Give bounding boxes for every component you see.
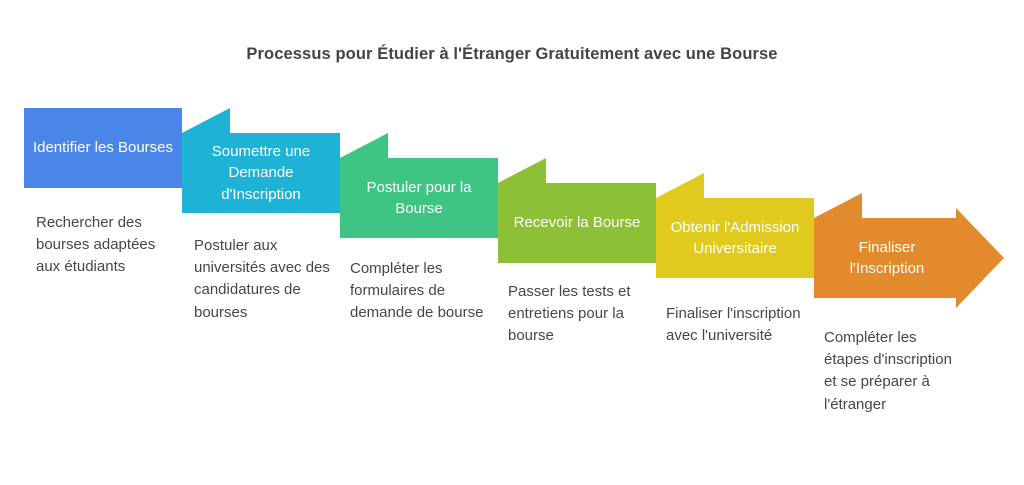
stage-4-label: Recevoir la Bourse (513, 214, 641, 232)
stage-6-description: Compléter les étapes d'inscription et se… (824, 329, 952, 413)
stage-2-description: Postuler aux universités avec des candid… (194, 237, 330, 321)
stage-5-label: Obtenir l'Admission Universitaire (670, 218, 800, 257)
stage-4-shape (498, 158, 656, 263)
page-title: Processus pour Étudier à l'Étranger Grat… (246, 45, 778, 63)
stage-3-label: Postuler pour la Bourse (366, 178, 472, 217)
stage-5-description: Finaliser l'inscription avec l'universit… (666, 305, 801, 345)
stage-2-shape (182, 108, 340, 213)
stage-5-shape (656, 173, 814, 278)
stage-1-shape (24, 108, 182, 188)
stage-3-shape (340, 133, 498, 238)
stage-6-label: Finaliser l'Inscription (849, 238, 925, 277)
stage-6-shape (814, 193, 1004, 308)
stage-4-description: Passer les tests et entretiens pour la b… (508, 283, 631, 345)
stage-3-description: Compléter les formulaires de demande de … (350, 260, 484, 322)
stage-1-label: Identifier les Bourses (32, 139, 174, 157)
stage-1-description: Rechercher des bourses adaptées aux étud… (36, 214, 156, 276)
stage-2-label: Soumettre une Demande d'Inscription (211, 143, 311, 203)
